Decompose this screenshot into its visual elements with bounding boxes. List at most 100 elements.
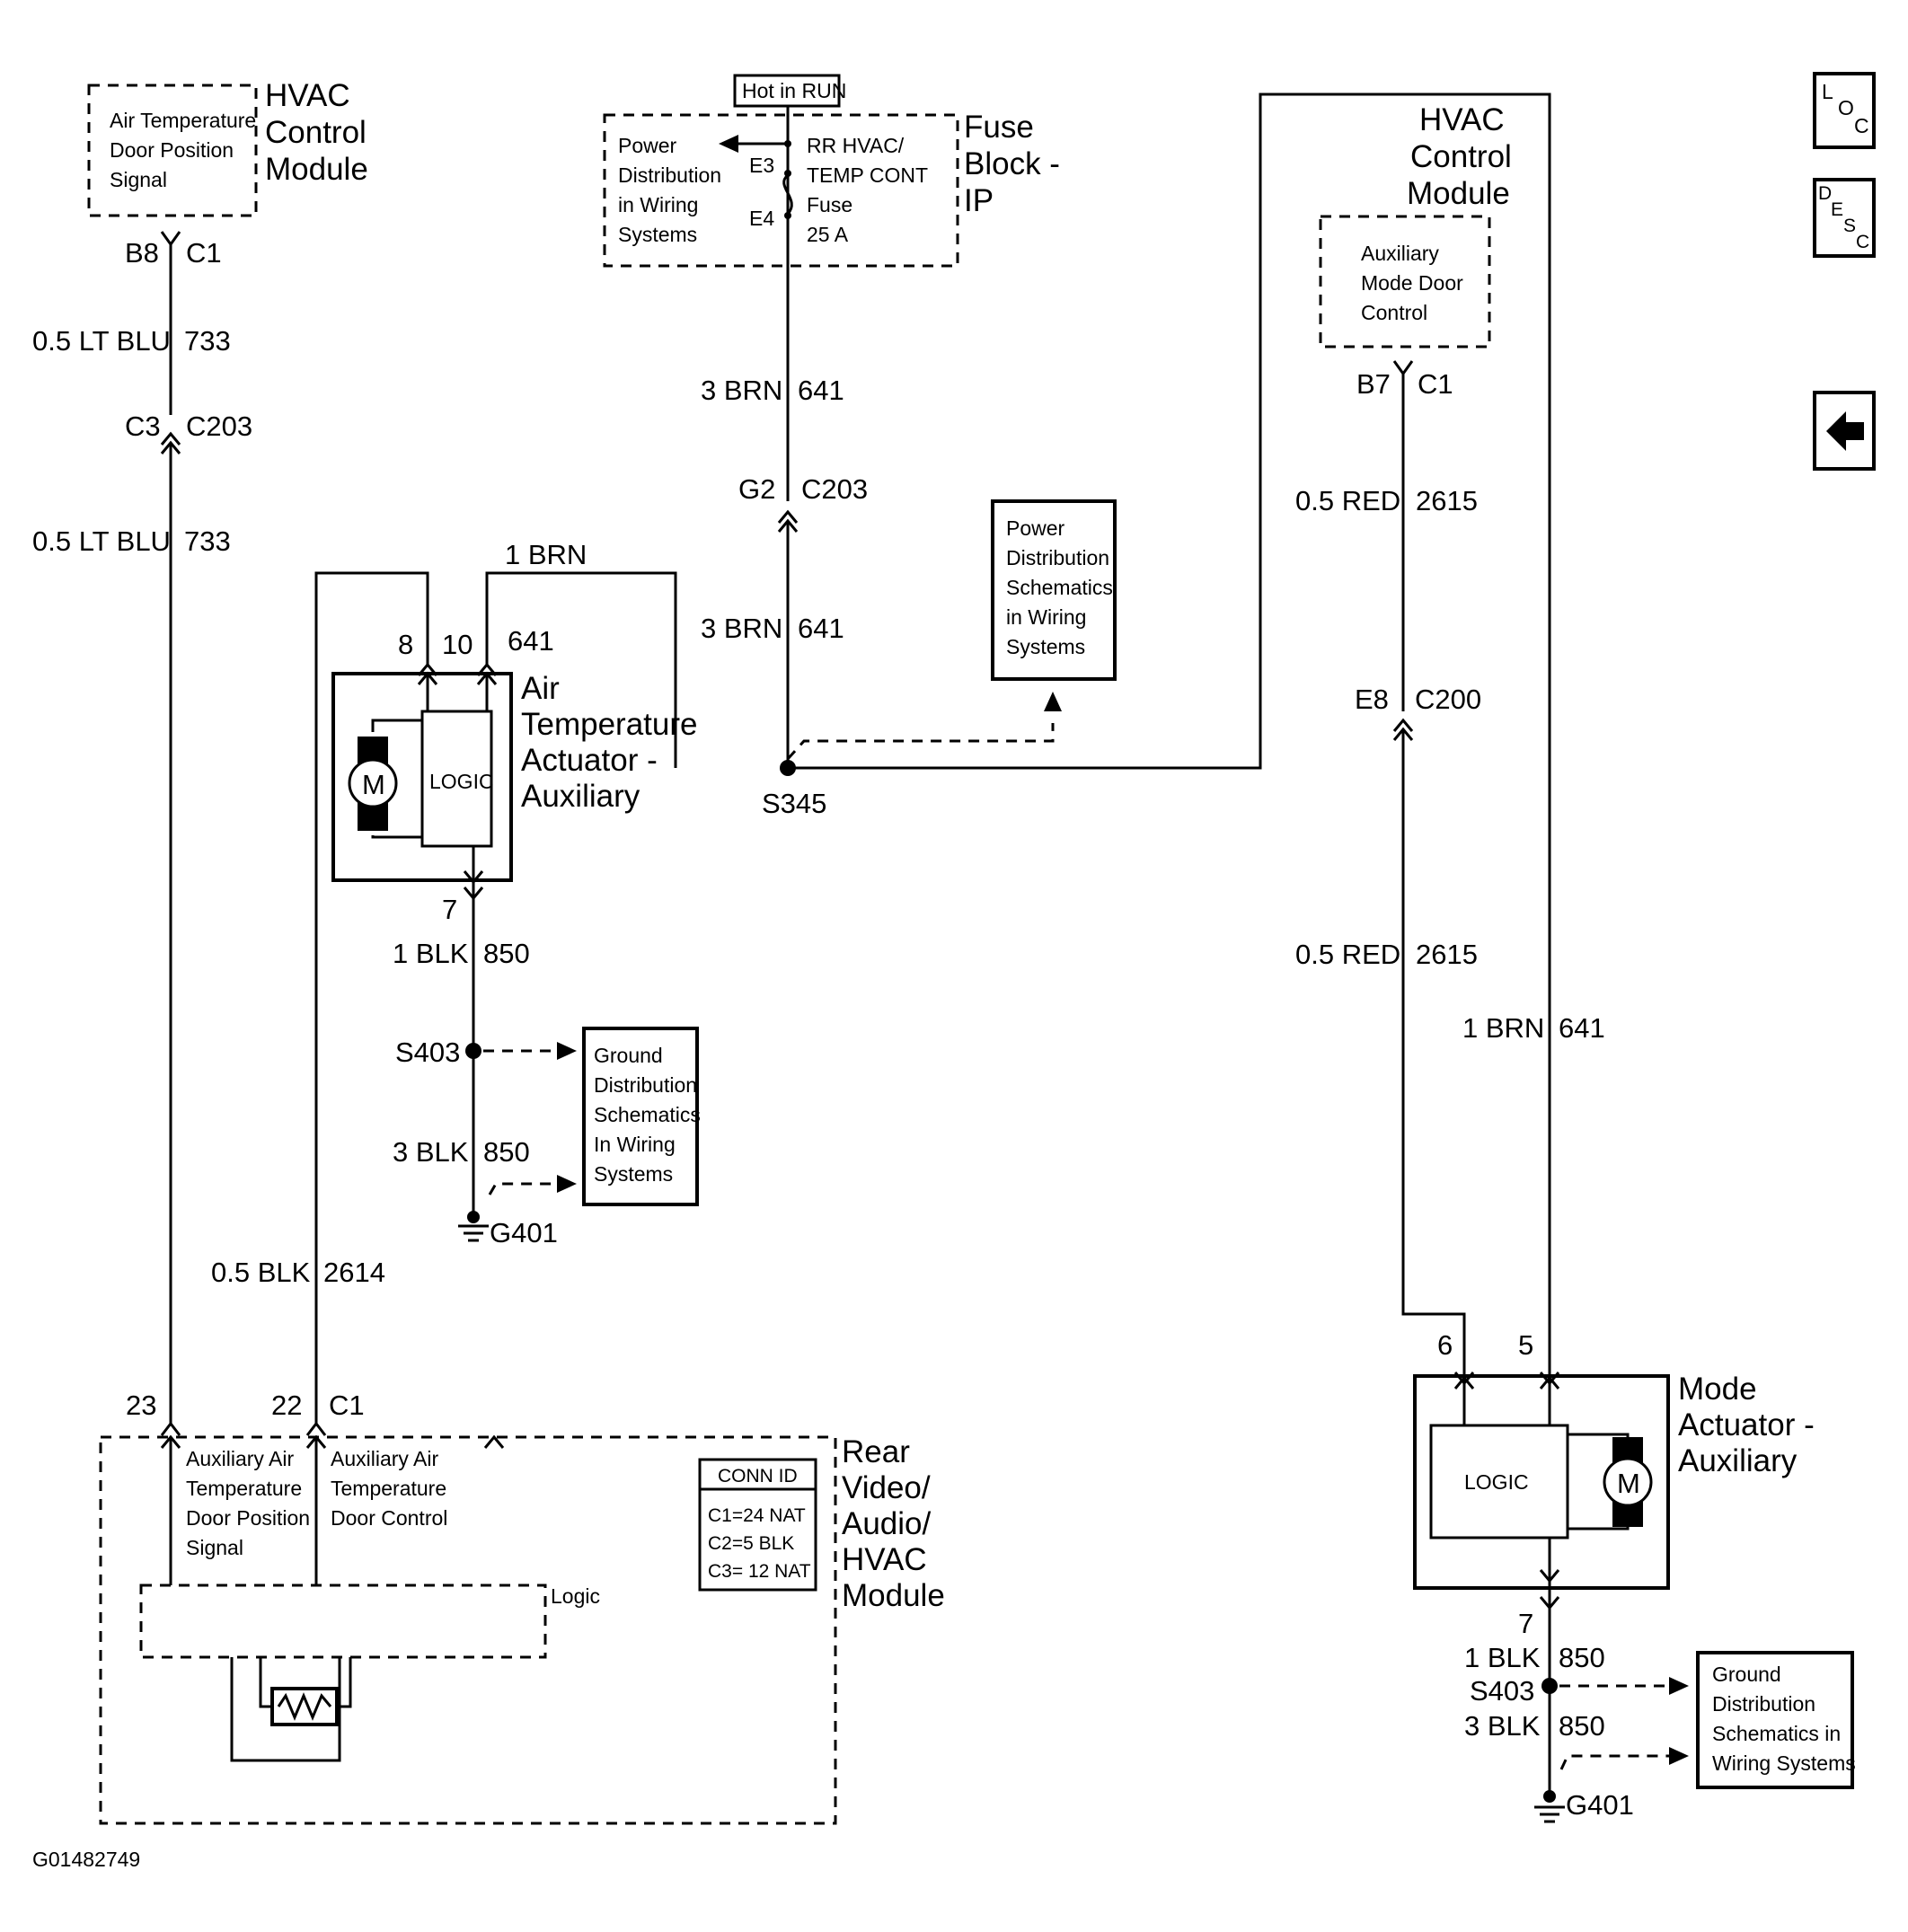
air-temperature-actuator-auxiliary: M LOGIC 8 10 Air Temperature Actuator - … xyxy=(314,571,697,1424)
motor-label: M xyxy=(362,769,385,800)
module-title: Audio/ xyxy=(842,1506,932,1541)
logic-label: LOGIC xyxy=(429,770,494,793)
ref-label: Distribution xyxy=(594,1073,697,1097)
fuse-terminal-label: E4 xyxy=(749,207,774,230)
rear-video-audio-hvac-module: 23 22 C1 Auxiliary Air Temperature Door … xyxy=(99,1389,945,1825)
circuit-number: 733 xyxy=(184,325,231,357)
circuit-number: 850 xyxy=(1559,1642,1605,1673)
ref-label: Schematics xyxy=(1006,576,1113,599)
wire-color-label: 3 BRN xyxy=(701,375,782,406)
module-title: Rear xyxy=(842,1434,910,1469)
pin-label: 7 xyxy=(1518,1608,1533,1639)
module-title: Air xyxy=(521,671,560,706)
conn-id-row: C2=5 BLK xyxy=(708,1533,794,1554)
ground-distribution-schematics-ref-right[interactable]: Ground Distribution Schematics in Wiring… xyxy=(1696,1651,1856,1789)
signal-label: Signal xyxy=(186,1536,243,1559)
mode-actuator-auxiliary: M LOGIC Mode Actuator - Auxiliary 7 1 BL… xyxy=(1413,1372,1815,1823)
circuit-number: 641 xyxy=(508,625,554,657)
signal-label: Auxiliary Air xyxy=(186,1447,294,1470)
conn-id-row: C3= 12 NAT xyxy=(708,1561,811,1582)
signal-label: Door Position xyxy=(186,1506,310,1530)
pin-label: 23 xyxy=(126,1389,156,1421)
module-title: Block - xyxy=(964,146,1060,181)
logic-box xyxy=(139,1584,547,1659)
splice-label: S403 xyxy=(395,1037,460,1068)
thermistor-icon xyxy=(270,1687,339,1726)
ref-label: Wiring Systems xyxy=(1712,1751,1856,1775)
splice-s403-left xyxy=(465,1043,481,1059)
power-distribution-label: in Wiring xyxy=(618,193,698,216)
hvac-control-module-right: HVAC Control Module Auxiliary Mode Door … xyxy=(1319,102,1512,348)
circuit-number: 850 xyxy=(483,938,530,969)
circuit-number: 2615 xyxy=(1416,485,1478,516)
module-title: Module xyxy=(842,1578,945,1613)
ground-distribution-schematics-ref-left[interactable]: Ground Distribution Schematics In Wiring… xyxy=(582,1027,701,1206)
motor-icon xyxy=(1603,1457,1653,1507)
pin-label: 22 xyxy=(271,1389,302,1421)
pin-label: 7 xyxy=(442,894,457,925)
wire-color-label: 0.5 RED xyxy=(1295,939,1400,970)
motor-label: M xyxy=(1617,1468,1640,1499)
circuit-733: B8 C1 0.5 LT BLU 733 C3 C203 0.5 LT BLU … xyxy=(32,231,252,1424)
signal-label: Door Position xyxy=(110,138,234,162)
wire-color-label: 1 BRN xyxy=(1462,1012,1544,1044)
circuit-number: 641 xyxy=(798,613,844,644)
module-title: Auxiliary xyxy=(521,779,640,814)
hvac-control-module-left: Air Temperature Door Position Signal HVA… xyxy=(87,78,368,217)
ref-label: Distribution xyxy=(1006,546,1109,569)
connector-label: C203 xyxy=(801,473,868,505)
module-title: Control xyxy=(265,115,367,150)
power-distribution-schematics-ref[interactable]: Power Distribution Schematics in Wiring … xyxy=(991,499,1117,681)
module-title: Control xyxy=(1410,139,1512,174)
svg-text:C: C xyxy=(1856,232,1869,252)
ref-label: Ground xyxy=(594,1044,663,1067)
module-title: Fuse xyxy=(964,110,1034,145)
module-title: Actuator - xyxy=(521,743,658,778)
pin-label: C3 xyxy=(125,410,161,442)
back-button[interactable] xyxy=(1813,391,1876,471)
pin-label: B8 xyxy=(125,237,159,269)
module-title: HVAC xyxy=(842,1542,927,1577)
desc-button[interactable]: D E S C xyxy=(1813,178,1876,258)
hot-in-run-label: Hot in RUN xyxy=(742,79,846,102)
pin-label: 8 xyxy=(398,629,413,660)
wire-color-label: 3 BLK xyxy=(1464,1710,1541,1742)
circuit-number: 2615 xyxy=(1416,939,1478,970)
logic-label: Logic xyxy=(551,1584,600,1608)
logic-label: LOGIC xyxy=(1464,1470,1529,1494)
wire-color-label: 0.5 LT BLU xyxy=(32,325,171,357)
connector-label: C1 xyxy=(186,237,222,269)
conn-id-row: C1=24 NAT xyxy=(708,1505,806,1526)
connector-label: C1 xyxy=(329,1389,365,1421)
wire-color-label: 3 BRN xyxy=(701,613,782,644)
ref-label: In Wiring xyxy=(594,1133,676,1156)
desc-icon: D E S C xyxy=(1818,183,1869,252)
wire-color-label: 0.5 RED xyxy=(1295,485,1400,516)
fuse-block-ip: Hot in RUN Power Distribution in Wiring … xyxy=(603,74,1060,268)
wire-color-label: 1 BLK xyxy=(1464,1642,1541,1673)
module-title: Module xyxy=(265,152,368,187)
signal-label: Temperature xyxy=(331,1477,446,1500)
circuit-number: 733 xyxy=(184,525,231,557)
circuit-number: 850 xyxy=(1559,1710,1605,1742)
wire-color-label: 1 BRN xyxy=(505,539,587,570)
splice-s403-right xyxy=(1541,1678,1558,1694)
signal-label: Control xyxy=(1361,301,1427,324)
module-title: Auxiliary xyxy=(1678,1443,1798,1478)
loc-button[interactable]: L O C xyxy=(1813,72,1876,149)
ground-label: G401 xyxy=(1566,1789,1634,1821)
figure-id: G01482749 xyxy=(32,1848,140,1871)
splice-label: S403 xyxy=(1470,1675,1534,1707)
ref-label: Power xyxy=(1006,516,1065,540)
module-title: Actuator - xyxy=(1678,1407,1815,1442)
fuse-label: RR HVAC/ xyxy=(807,134,905,157)
circuit-number: 850 xyxy=(483,1136,530,1168)
signal-label: Auxiliary Air xyxy=(331,1447,438,1470)
pin-label: 6 xyxy=(1437,1329,1453,1361)
module-title: Video/ xyxy=(842,1470,931,1505)
pin-label: 10 xyxy=(442,629,473,660)
module-title: Temperature xyxy=(521,707,697,742)
ref-label: Systems xyxy=(594,1162,673,1186)
signal-label: Door Control xyxy=(331,1506,447,1530)
ref-label: Schematics in xyxy=(1712,1722,1841,1745)
